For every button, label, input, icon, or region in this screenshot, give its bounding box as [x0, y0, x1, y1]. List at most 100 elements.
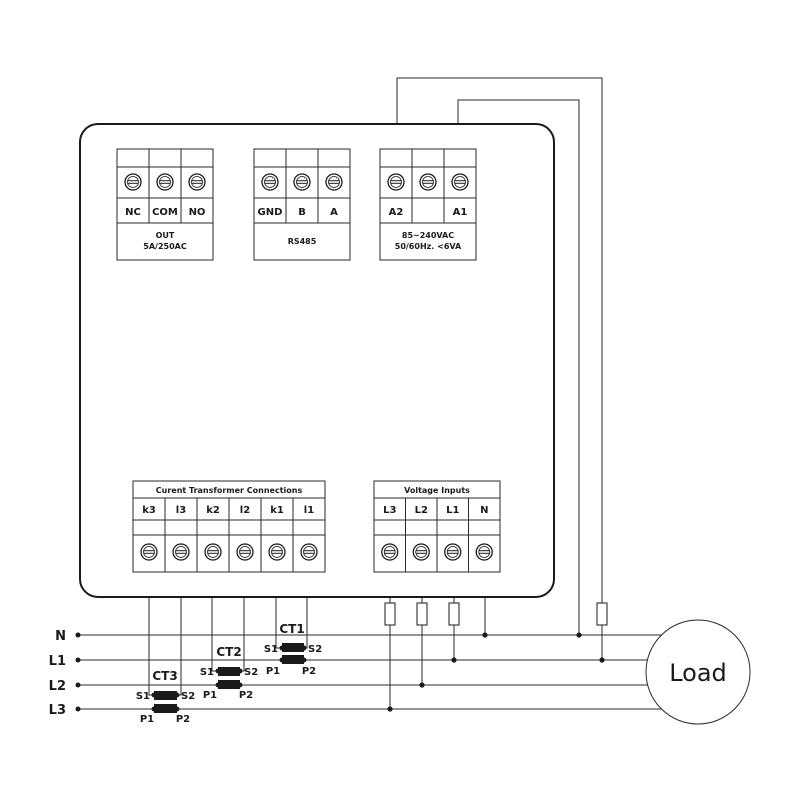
- bus-label-n: N: [55, 629, 66, 644]
- terminal-block-caption: RS485: [288, 237, 317, 246]
- ct1-s1-dot: [279, 645, 285, 651]
- bus-terminal-n: [75, 632, 81, 638]
- bus-label-l1: L1: [49, 654, 66, 669]
- bus-terminal-l2: [75, 682, 81, 688]
- bus-terminal-l1: [75, 657, 81, 663]
- terminal-label: NO: [189, 207, 206, 218]
- rs485-terminal-block: GND B A RS485: [253, 148, 351, 261]
- ct3-p1-label: P1: [140, 714, 154, 725]
- ct1-s1-label: S1: [264, 644, 278, 655]
- bus-label-l2: L2: [49, 679, 66, 694]
- current-transformer-icon: [218, 667, 240, 676]
- power-wire-a2: [396, 77, 603, 660]
- ct1-transformer: CT1 S1 S2 P1 P2: [264, 622, 322, 677]
- terminal-block-title: Curent Transformer Connections: [156, 486, 303, 495]
- terminal-label: GND: [258, 207, 283, 218]
- ct2-p1-dot: [215, 682, 221, 688]
- screw-terminal-icon: [261, 173, 279, 191]
- terminal-label: k3: [142, 505, 156, 516]
- junction-dot: [451, 657, 457, 663]
- ct3-s1-dot: [151, 692, 157, 698]
- screw-terminal-icon: [475, 543, 493, 561]
- terminal-label: A: [330, 207, 338, 218]
- terminal-block-title: Voltage Inputs: [404, 486, 470, 495]
- terminal-label: COM: [152, 207, 178, 218]
- screw-terminal-icon: [156, 173, 174, 191]
- terminal-label: N: [480, 505, 488, 516]
- ct3-transformer: CT3 S1 S2 P1 P2: [136, 669, 195, 725]
- load: Load: [645, 619, 751, 725]
- terminal-label: k1: [270, 505, 284, 516]
- ct1-p2-label: P2: [302, 666, 316, 677]
- ct2-label: CT2: [216, 645, 241, 659]
- screw-terminal-icon: [204, 543, 222, 561]
- fuse-icon: [384, 602, 396, 626]
- ct1-label: CT1: [279, 622, 304, 636]
- terminal-block-caption: 85~240VAC: [402, 231, 454, 240]
- ct3-s2-label: S2: [181, 691, 195, 702]
- ct2-s2-label: S2: [244, 667, 258, 678]
- screw-terminal-icon: [140, 543, 158, 561]
- load-label: Load: [669, 659, 727, 687]
- ct3-p1-dot: [151, 706, 157, 712]
- current-transformer-icon: [282, 643, 304, 652]
- screw-terminal-icon: [293, 173, 311, 191]
- terminal-label: NC: [125, 207, 141, 218]
- ct3-s2-dot: [174, 692, 180, 698]
- bus-label-l3: L3: [49, 703, 66, 718]
- screw-terminal-icon: [419, 173, 437, 191]
- screw-terminal-icon: [444, 543, 462, 561]
- screw-terminal-icon: [124, 173, 142, 191]
- screw-terminal-icon: [188, 173, 206, 191]
- screw-terminal-icon: [451, 173, 469, 191]
- junction-dot: [599, 657, 605, 663]
- ct3-p2-dot: [174, 706, 180, 712]
- terminal-label: L2: [415, 505, 428, 516]
- ct2-p1-label: P1: [203, 690, 217, 701]
- terminal-label: L1: [446, 505, 459, 516]
- ct1-p1-label: P1: [266, 666, 280, 677]
- junction-dot: [387, 706, 393, 712]
- relay-output-terminal-block: NC COM NO OUT 5A/250AC: [116, 148, 214, 261]
- junction-dot: [482, 632, 488, 638]
- ct2-s1-dot: [215, 668, 221, 674]
- fuse-icon: [416, 602, 428, 626]
- screw-terminal-icon: [268, 543, 286, 561]
- load-circle: [645, 619, 751, 725]
- junction-dot: [576, 632, 582, 638]
- current-transformer-icon: [154, 704, 177, 713]
- fuses: [384, 602, 608, 626]
- current-transformer-icon: [282, 655, 304, 664]
- screw-terminal-icon: [300, 543, 318, 561]
- junction-dot: [419, 682, 425, 688]
- screw-terminal-icon: [381, 543, 399, 561]
- screw-terminal-icon: [172, 543, 190, 561]
- terminal-label: B: [298, 207, 306, 218]
- current-transformer-icon: [154, 691, 177, 700]
- power-supply-terminal-block: A2 A1 85~240VAC 50/60Hz. <6VA: [379, 148, 477, 261]
- terminal-block-caption: 50/60Hz. <6VA: [395, 242, 462, 251]
- screw-terminal-icon: [325, 173, 343, 191]
- terminal-label: A2: [389, 207, 404, 218]
- ct1-p2-dot: [301, 657, 307, 663]
- current-transformer-icon: [218, 680, 240, 689]
- screw-terminal-icon: [236, 543, 254, 561]
- terminal-label: l1: [304, 505, 314, 516]
- junction-dots: [387, 632, 605, 712]
- ct3-label: CT3: [152, 669, 177, 683]
- ct3-p2-label: P2: [176, 714, 190, 725]
- terminal-label: k2: [206, 505, 220, 516]
- ct2-s2-dot: [237, 668, 243, 674]
- terminal-block-caption: 5A/250AC: [143, 242, 187, 251]
- ct1-s2-dot: [301, 645, 307, 651]
- fuse-icon: [448, 602, 460, 626]
- screw-terminal-icon: [412, 543, 430, 561]
- ct2-p2-label: P2: [239, 690, 253, 701]
- ct2-transformer: CT2 S1 S2 P1 P2: [200, 645, 258, 701]
- terminal-label: l3: [176, 505, 186, 516]
- terminal-block-caption: OUT: [156, 231, 175, 240]
- power-wire-a1: [457, 99, 580, 635]
- terminal-label: A1: [453, 207, 468, 218]
